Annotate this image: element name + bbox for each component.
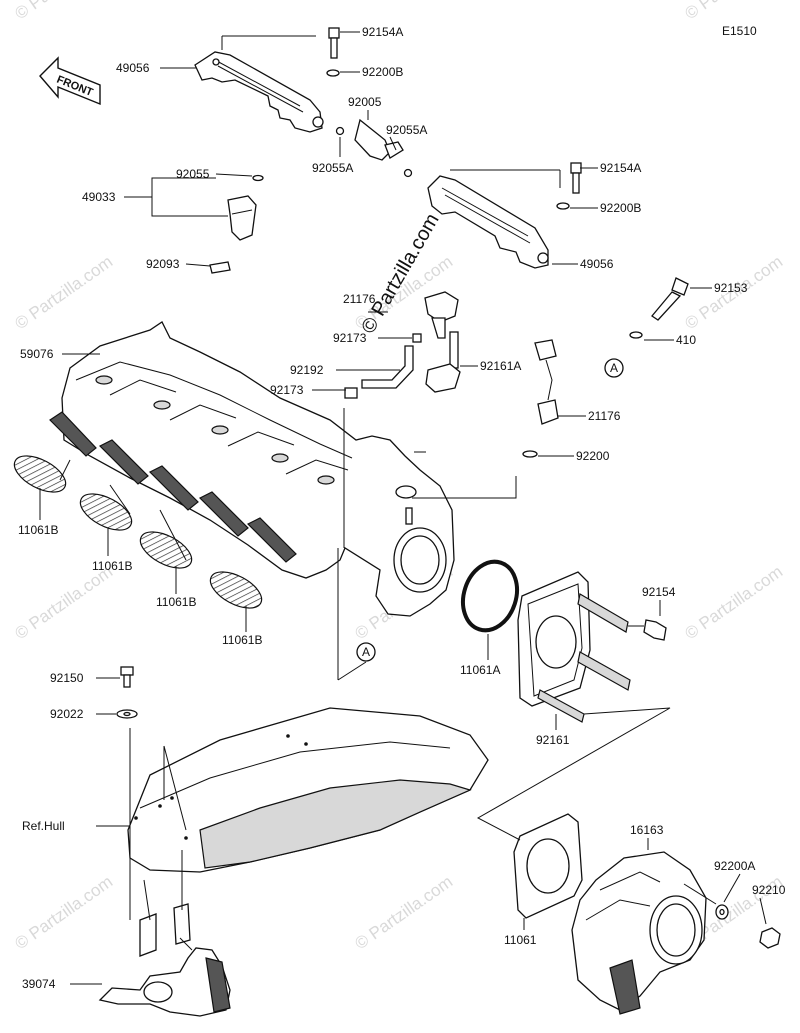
fuel-rail-top: [194, 51, 324, 133]
gasket-11061B-2: [79, 493, 133, 531]
sensor-21176-top: [424, 291, 459, 339]
label-16163: 16163: [630, 823, 664, 837]
bolt-92154A-top: [326, 27, 340, 77]
gasket-11061B-1: [13, 455, 67, 493]
part-labels: 92154A 49056 92200B 92005 92055A 92055A …: [18, 25, 786, 991]
label-92055: 92055: [176, 167, 210, 181]
watermark-text: © Partzilla.com: [351, 872, 456, 953]
label-92055A-right: 92055A: [386, 123, 427, 137]
washer-92022: [116, 709, 138, 719]
label-11061B-3: 11061B: [156, 595, 196, 609]
label-92192: 92192: [290, 363, 324, 377]
label-49056-top: 49056: [116, 61, 150, 75]
label-92093: 92093: [146, 257, 180, 271]
watermark-text: © Partzilla.com: [681, 0, 786, 23]
front-arrow-icon: FRONT: [39, 56, 101, 106]
diagram-code: E1510: [722, 24, 757, 38]
label-92022: 92022: [50, 707, 84, 721]
label-92200A: 92200A: [714, 859, 755, 873]
watermark-text: © Partzilla.com: [11, 0, 116, 23]
hull-reference: [127, 707, 489, 873]
label-92200B-top: 92200B: [362, 65, 403, 79]
label-92161: 92161: [536, 733, 570, 747]
label-92005: 92005: [348, 95, 382, 109]
intake-manifold-59076: [49, 321, 455, 617]
sensor-21176-middle: [522, 339, 559, 458]
leader-lines: [39, 31, 767, 985]
label-92210: 92210: [752, 883, 786, 897]
fitting-92005: [335, 118, 413, 178]
label-11061A: 11061A: [460, 663, 500, 677]
gasket-11061: [513, 813, 583, 919]
label-21176-middle: 21176: [588, 409, 621, 423]
label-92153: 92153: [714, 281, 748, 295]
label-11061B-4: 11061B: [222, 633, 262, 647]
bolt-92154: [643, 619, 667, 641]
label-92173-top: 92173: [333, 331, 367, 345]
injector-49033: [209, 174, 264, 274]
label-92200: 92200: [576, 449, 610, 463]
washer-92200A: [715, 904, 729, 920]
reference-a-center: A: [356, 642, 376, 662]
label-92154A-middle: 92154A: [600, 161, 641, 175]
ref-a-center-label: A: [362, 645, 370, 659]
label-49033: 49033: [82, 190, 116, 204]
label-92200B-middle: 92200B: [600, 201, 641, 215]
throttle-body-16163: [571, 851, 707, 1015]
label-59076: 59076: [20, 347, 54, 361]
screw-92150: [120, 666, 134, 688]
gasket-11061B-4: [209, 571, 263, 609]
label-92150: 92150: [50, 671, 84, 685]
bracket-92161A: [425, 331, 461, 393]
label-21176-top: 21176: [343, 292, 376, 306]
label-92173-bottom: 92173: [270, 383, 304, 397]
gasket-11061B-3: [139, 531, 193, 569]
label-410: 410: [676, 333, 696, 347]
actuator-39074: [98, 903, 231, 1017]
label-92154A-top: 92154A: [362, 25, 403, 39]
watermark-text: © Partzilla.com: [11, 252, 116, 333]
reference-a-right: A: [604, 358, 624, 378]
bolt-92153: [629, 277, 689, 339]
hose-92192: [344, 333, 422, 399]
bolt-92154A-middle: [556, 162, 582, 210]
ref-a-right-label: A: [610, 361, 618, 375]
nut-92210: [759, 927, 781, 949]
label-11061B-2: 11061B: [92, 559, 132, 573]
label-92055A-left: 92055A: [312, 161, 353, 175]
label-11061: 11061: [504, 933, 537, 947]
fuel-rail-middle: [427, 175, 549, 269]
label-11061B-1: 11061B: [18, 523, 58, 537]
label-92161A: 92161A: [480, 359, 521, 373]
spacer-92161: [517, 571, 631, 723]
label-ref-hull: Ref.Hull: [22, 819, 65, 833]
label-92154: 92154: [642, 585, 676, 599]
label-39074: 39074: [22, 977, 56, 991]
o-ring-11061A: [461, 559, 519, 633]
watermark-text: © Partzilla.com: [11, 872, 116, 953]
label-49056-middle: 49056: [580, 257, 614, 271]
watermark-text: © Partzilla.com: [681, 562, 786, 643]
watermark-text: © Partzilla.com: [11, 562, 116, 643]
